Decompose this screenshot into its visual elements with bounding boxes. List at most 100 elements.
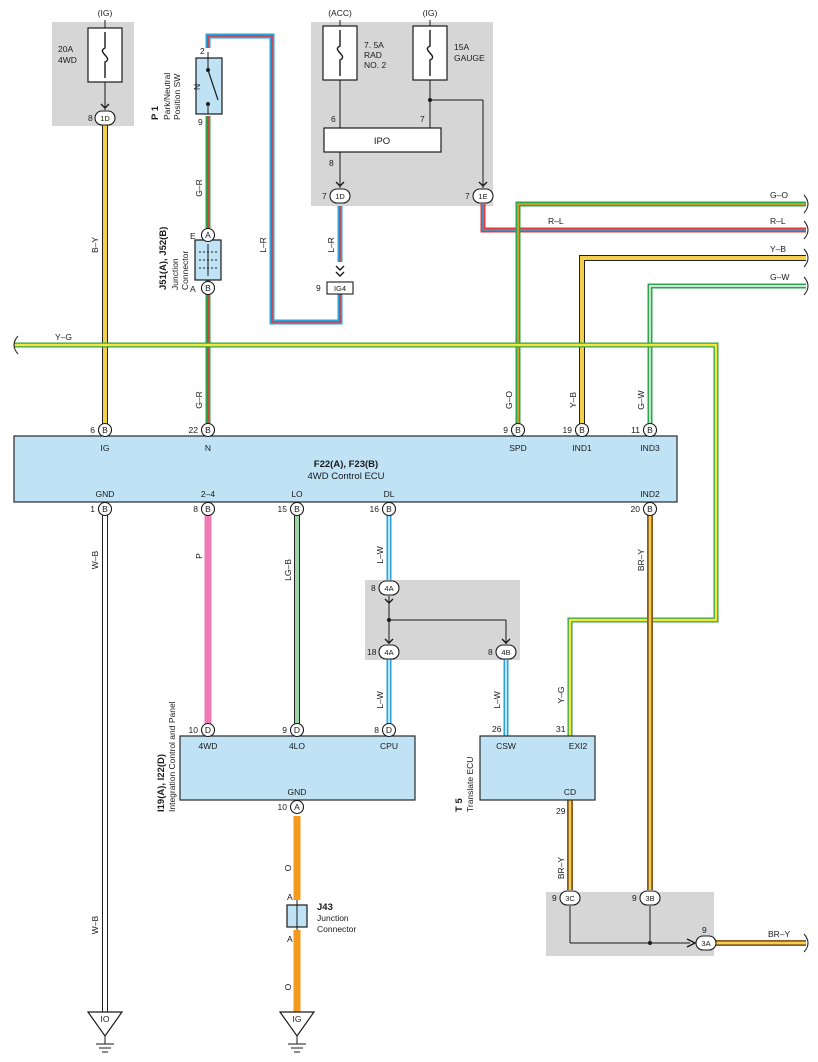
ecu-top-pin-ig: B (97, 422, 113, 438)
ecu-top-pin-ind3-letter: B (647, 425, 653, 435)
wire-label-yb-vert: Y–B (568, 392, 578, 408)
wire-label-gw-right: G–W (770, 272, 789, 282)
wire-label-yb-right: Y–B (770, 244, 786, 254)
arrow-ig4-2 (335, 271, 345, 277)
icp-pin-1: D (289, 722, 305, 738)
ecu-bottom-pin-2-letter: B (294, 504, 300, 514)
ecu-top-pin-label-1: N (205, 443, 211, 453)
ecu-top-pin-number-4: 11 (631, 425, 640, 435)
fuse-20a: (IG) 20A 4WD (58, 8, 123, 83)
wire-label-rl-right: R–L (770, 216, 786, 226)
arrow-4b (501, 638, 511, 644)
connector-3b-id: 3B (645, 894, 654, 903)
wire-label-bry-out: BR–Y (768, 929, 791, 939)
wire-label-lw-3: L–W (492, 691, 502, 708)
wires (13, 33, 809, 1012)
p1-symbol: N (192, 84, 202, 90)
wire-label-go-right: G–O (770, 190, 788, 200)
t5-pin-label-csw: CSW (496, 741, 516, 751)
j51-code: J51(A), J52(B) (158, 227, 169, 290)
icp-pin-2: D (381, 722, 397, 738)
icp-pin-number-1: 9 (282, 725, 287, 735)
wire-label-lw-1: L–W (375, 546, 385, 563)
j43-pin-top: A (287, 892, 293, 902)
ecu-top-pin-n: B (200, 422, 216, 438)
fuse-7-5a-rating: 7. 5A (364, 40, 384, 50)
ecu-code: F22(A), F23(B) (314, 459, 378, 470)
j51-pin-a: A (190, 284, 196, 294)
arrow-1d-fuse (100, 103, 110, 109)
ecu-bottom-pin-label-4: IND2 (640, 489, 660, 499)
arrow-1e (478, 181, 488, 187)
j51-badge-b-letter: B (205, 283, 211, 293)
connector-1d-ipo-id: 1D (335, 192, 345, 201)
connector-4a-bottom-pin: 18 (367, 647, 377, 657)
wire-g-o (515, 201, 806, 428)
ground-io: IO (86, 1011, 124, 1053)
wire-label-yg-vert: Y–G (556, 686, 566, 703)
arrow-4a-top (384, 598, 394, 604)
ecu-top-pin-label-3: IND1 (572, 443, 592, 453)
wire-y-g (14, 342, 719, 736)
ecu-bottom-pin-3-letter: B (386, 504, 392, 514)
icp-integration-panel (179, 735, 416, 801)
connector-4b-pin: 8 (488, 647, 493, 657)
wire-label-gr-top: G–R (194, 179, 204, 196)
wire-end-ticks (13, 194, 809, 953)
wire-br-y (567, 510, 806, 946)
ecu-bottom-pin-number-4: 20 (631, 504, 641, 514)
ipo-pin-in2: 7 (420, 114, 425, 124)
icp-gnd-pin-letter: A (294, 802, 300, 812)
connector-3c-pin: 9 (552, 893, 557, 903)
icp-pin-1-letter: D (294, 725, 300, 735)
ecu-top-pin-n-letter: B (205, 425, 211, 435)
fuse-15a-supply: (IG) (423, 8, 438, 18)
ecu-top-pin-spd-letter: B (515, 425, 521, 435)
connector-3b: 3B (639, 890, 661, 906)
ecu-bottom-pin-number-2: 15 (278, 504, 288, 514)
wire-label-by: B–Y (90, 237, 100, 253)
j51-badge-a-letter: A (205, 230, 211, 240)
wire-label-wb-bot: W–B (90, 915, 100, 934)
ecu-top-pin-ind1-letter: B (579, 425, 585, 435)
connector-4b-id: 4B (501, 648, 510, 657)
fuse-15a: (IG) 15A GAUGE (412, 8, 485, 81)
ground-ig-label: IG (293, 1014, 302, 1024)
t5-pin-number-exi2: 31 (556, 724, 566, 734)
icp-pin-0-letter: D (205, 725, 211, 735)
j43-pin-bottom: A (287, 934, 293, 944)
ecu-bottom-pin-4: B (642, 501, 658, 517)
connector-3a: 3A (695, 935, 717, 951)
icp-pin-0: D (200, 722, 216, 738)
wire-label-lr-short: L–R (326, 237, 336, 253)
wire-g-w (647, 283, 806, 428)
p1-pin-top: 2 (200, 46, 205, 56)
wire-label-o-2: O (283, 983, 293, 990)
ecu-bottom-pin-number-0: 1 (90, 504, 95, 514)
t5-pin-label-cd: CD (564, 787, 576, 797)
connector-4a-top-pin: 8 (371, 583, 376, 593)
arrow-1d-ipo (335, 181, 345, 187)
connector-1d-ipo: 1D (329, 188, 351, 204)
fuse-20a-label: 4WD (58, 55, 77, 65)
t5-pin-number-csw: 26 (492, 724, 502, 734)
ecu-top-pin-ind3: B (642, 422, 658, 438)
ipo-module: IPO 6 7 8 (323, 114, 442, 168)
wire-label-lgb: LG–B (283, 559, 293, 581)
wire-label-rl-mid: R–L (548, 216, 564, 226)
t5-pin-number-cd: 29 (556, 806, 566, 816)
ecu-top-pin-number-3: 19 (563, 425, 573, 435)
ipo-pin-in: 6 (331, 114, 336, 124)
connector-1d-ipo-pin: 7 (322, 191, 327, 201)
j51-name-2: Connector (180, 251, 190, 290)
fuse-7-5a-label-2: NO. 2 (364, 60, 386, 70)
ecu-top-pin-number-2: 9 (503, 425, 508, 435)
ground-io-label: IO (101, 1014, 110, 1024)
icp-pin-number-0: 10 (189, 725, 199, 735)
connector-1d-fuse-id: 1D (100, 114, 110, 123)
connector-4a-top: 4A (378, 580, 400, 596)
